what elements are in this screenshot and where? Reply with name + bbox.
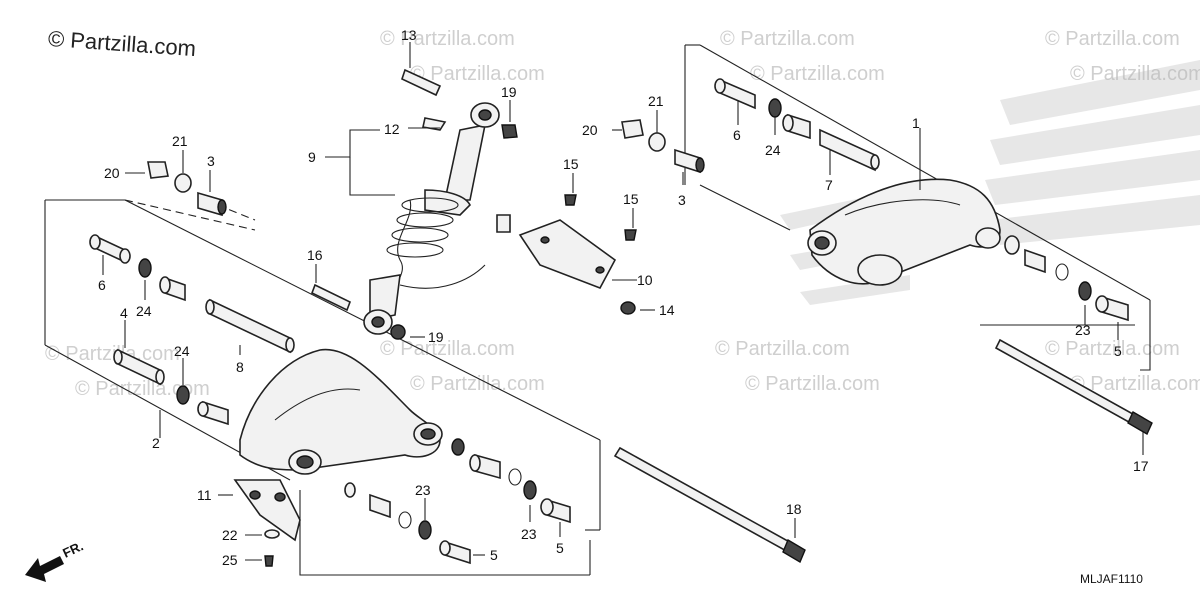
watermark-faint: © Partzilla.com (745, 373, 880, 395)
bolt-16 (310, 283, 352, 312)
screw-15-b (624, 229, 637, 241)
pivot-bolt-17 (994, 338, 1153, 435)
bushing-3-left (197, 191, 227, 217)
watermark-faint: © Partzilla.com (410, 63, 545, 85)
callout-24: 24 (174, 343, 190, 359)
partzilla-watermark: © Partzilla.com (47, 26, 197, 61)
nut-14 (620, 301, 636, 315)
callout-15: 15 (563, 156, 579, 172)
leader-lines (102, 42, 1144, 561)
callout-15: 15 (623, 191, 639, 207)
nut-19-lower (390, 324, 406, 340)
callout-3: 3 (678, 192, 686, 208)
watermark-faint: © Partzilla.com (715, 338, 850, 360)
washer-21-left (174, 173, 192, 193)
callout-5: 5 (556, 540, 564, 556)
bushing-group-right (1004, 235, 1129, 322)
seal-24-left-upper (138, 258, 152, 278)
callout-11: 11 (197, 487, 212, 503)
callout-21: 21 (648, 93, 664, 109)
watermark-faint: © Partzilla.com (45, 343, 180, 365)
callout-9: 9 (308, 149, 316, 165)
screw-25 (264, 555, 274, 567)
bushing-group-lower (344, 438, 571, 565)
callout-18: 18 (786, 501, 802, 517)
sensor-bracket-10 (518, 219, 617, 289)
callout-14: 14 (659, 302, 675, 318)
bearing-right (782, 113, 811, 140)
collar-6-left (89, 234, 131, 264)
callout-labels: 1 2 3 3 4 5 5 5 6 6 7 8 9 10 11 12 13 14… (98, 27, 1149, 568)
watermark-faint: © Partzilla.com (750, 63, 885, 85)
front-arrow-label: FR. (60, 538, 85, 560)
nut-20-left (147, 161, 169, 179)
bearing-left-upper (159, 276, 186, 302)
watermark-faint: © Partzilla.com (75, 378, 210, 400)
callout-21: 21 (172, 133, 188, 149)
callout-17: 17 (1133, 458, 1149, 474)
watermark-faint: © Partzilla.com (1070, 373, 1200, 395)
screw-15-a (564, 194, 577, 206)
callout-5: 5 (1114, 343, 1122, 359)
watermark-faint: © Partzilla.com (1045, 28, 1180, 50)
watermark-faint: © Partzilla.com (380, 338, 515, 360)
seal-24-right (768, 98, 782, 118)
callout-5: 5 (490, 547, 498, 563)
swingarm-right (807, 178, 1001, 286)
watermark-faint: © Partzilla.com (410, 373, 545, 395)
pivot-bolt-18 (613, 446, 806, 564)
callout-22: 22 (222, 527, 238, 543)
seal-24-left-lower (176, 385, 190, 405)
bushing-3-right (674, 148, 705, 174)
diagram-code: MLJAF1110 (1080, 572, 1143, 586)
callout-8: 8 (236, 359, 244, 375)
callout-19: 19 (428, 329, 444, 345)
callout-20: 20 (104, 165, 120, 181)
pivot-shaft-8 (205, 298, 295, 354)
callout-19: 19 (501, 84, 517, 100)
callout-23: 23 (415, 482, 431, 498)
washer-21-right (648, 132, 666, 152)
callout-7: 7 (825, 177, 833, 193)
callout-12: 12 (384, 121, 400, 137)
callout-16: 16 (307, 247, 323, 263)
callout-25: 25 (222, 552, 238, 568)
collar-6-right (714, 78, 756, 110)
shock-absorber (363, 102, 511, 335)
collar-4 (113, 348, 165, 386)
callout-6: 6 (98, 277, 106, 293)
callout-20: 20 (582, 122, 598, 138)
callout-6: 6 (733, 127, 741, 143)
watermark-faint: © Partzilla.com (1045, 338, 1180, 360)
callout-23: 23 (521, 526, 537, 542)
bolt-13 (401, 68, 442, 97)
nut-20-right (621, 119, 644, 139)
watermark-main-text: © Partzilla.com (47, 26, 197, 61)
pivot-shaft-7 (819, 128, 880, 172)
bearing-left-lower (197, 400, 229, 426)
callout-24: 24 (136, 303, 152, 319)
right-assembly-frame (684, 44, 1151, 371)
callout-4: 4 (120, 305, 128, 321)
callout-23: 23 (1075, 322, 1091, 338)
chain-slider (233, 479, 301, 542)
callout-1: 1 (912, 115, 920, 131)
nut-19-upper (501, 124, 518, 139)
callout-2: 2 (152, 435, 160, 451)
watermark-faint: © Partzilla.com (380, 28, 515, 50)
swingarm-left (239, 348, 443, 475)
watermark-faint: © Partzilla.com (1070, 63, 1200, 85)
washer-22 (264, 529, 280, 539)
watermark-faint: © Partzilla.com (720, 28, 855, 50)
callout-3: 3 (207, 153, 215, 169)
front-direction-arrow-icon: FR. (25, 538, 86, 582)
callout-10: 10 (637, 272, 653, 288)
callout-13: 13 (401, 27, 417, 43)
callout-24: 24 (765, 142, 781, 158)
